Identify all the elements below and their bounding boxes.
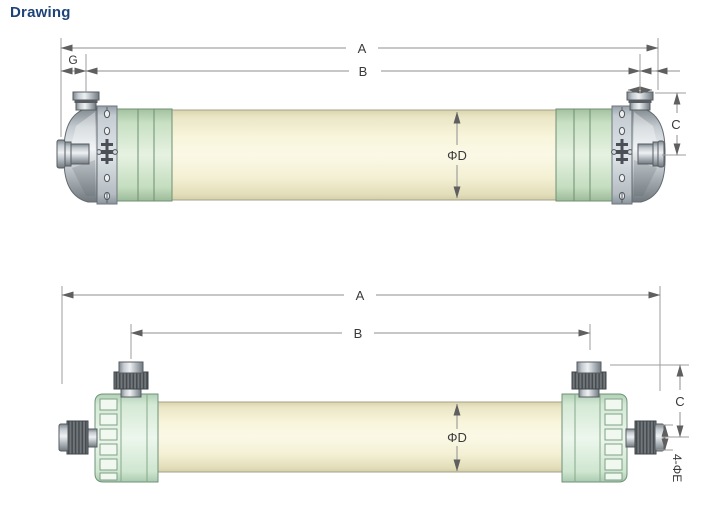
dim-label-a-bottom: A xyxy=(356,288,365,303)
dimension-d-top-view: ΦD xyxy=(447,111,467,199)
dimension-a-bottom-view: A xyxy=(61,288,661,303)
top-port-left-bottom-view xyxy=(113,361,149,398)
top-port-left xyxy=(72,91,100,111)
dim-label-g: G xyxy=(68,53,77,67)
membrane-shell-bottom-view xyxy=(155,401,565,473)
dim-label-b-bottom: B xyxy=(354,326,363,341)
dim-label-b-top: B xyxy=(359,64,368,79)
dim-label-a-top: A xyxy=(358,41,367,56)
top-port-right-bottom-view xyxy=(571,361,607,398)
side-port-right xyxy=(637,140,665,168)
dimension-b-bottom-view: B xyxy=(130,326,591,341)
module-bottom-view: A B C 4-ΦE xyxy=(58,286,689,483)
dimension-c-top-view: C xyxy=(655,92,686,156)
end-cap-right-bottom-view xyxy=(561,393,628,483)
axial-port-right-bottom-view xyxy=(625,420,665,455)
dim-label-e: 4-ΦE xyxy=(670,454,684,482)
retaining-rings-right xyxy=(555,108,613,202)
end-cap-left-bottom-view xyxy=(94,393,159,483)
dim-label-c-bottom: C xyxy=(675,394,684,409)
dimension-b-g-top-view: G B xyxy=(60,53,680,79)
top-port-right xyxy=(626,91,654,111)
dimension-d-bottom-view: ΦD xyxy=(447,403,467,472)
vent-fitting-right-flange xyxy=(611,139,633,164)
dim-label-d-bottom: ΦD xyxy=(447,430,467,445)
side-port-left xyxy=(56,139,90,169)
retaining-rings-left xyxy=(116,108,173,202)
dimension-e-bottom-view: 4-ΦE xyxy=(657,424,684,482)
dim-label-d-top: ΦD xyxy=(447,148,467,163)
axial-port-left-bottom-view xyxy=(58,420,98,455)
vent-fitting-left-flange xyxy=(96,139,118,164)
dimension-a-top-view: A xyxy=(60,41,659,56)
module-top-view: A G B C xyxy=(56,38,686,205)
page-title: Drawing xyxy=(10,4,71,21)
membrane-shell-top-view xyxy=(169,109,561,201)
dim-label-c-top: C xyxy=(671,117,680,132)
